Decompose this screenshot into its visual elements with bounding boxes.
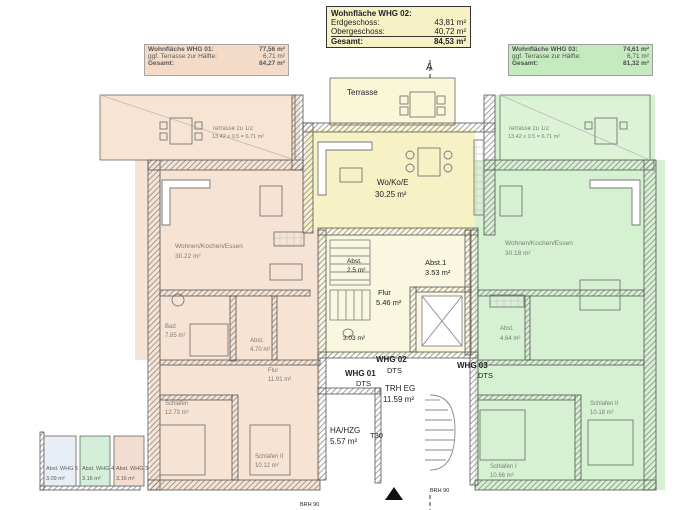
wokoe-area: 30.25 m²	[375, 190, 407, 199]
whg01-total-label: Gesamt:	[148, 60, 175, 67]
trh-area: 11.59 m²	[383, 395, 414, 404]
storage-area-4: 3.16 m²	[82, 476, 101, 482]
trh-label: TRH EG	[385, 384, 415, 393]
left-schlafen-a-area: 12.73 m²	[165, 410, 189, 416]
right-wohnen-area: 30.18 m²	[505, 250, 531, 257]
left-wohnen-label: Wohnen/Kochen/Essen	[175, 243, 243, 250]
whg01-label: WHG 01	[345, 369, 376, 378]
whg03-row-total: Gesamt: 81,32 m²	[512, 60, 649, 67]
whg03-table-title: Wohnfläche WHG 03:	[512, 46, 578, 53]
left-schlafen-b-label: Schlafen II	[255, 454, 284, 460]
right-schlafen-b-label: Schlafen II	[590, 401, 619, 407]
left-bad-area: 7.85 m²	[165, 333, 185, 339]
t30-label: T30	[370, 431, 383, 440]
left-abst-label: Abst.	[250, 338, 264, 344]
left-flur-label: Flur	[268, 368, 278, 374]
whg02-row-eg: Erdgeschoss: 43,81 m²	[331, 18, 466, 27]
brh-label-1: BRH 90	[430, 488, 449, 494]
entrance-arrow	[385, 487, 403, 500]
whg01-table-title: Wohnfläche WHG 01:	[148, 46, 214, 53]
whg03-total-label: Gesamt:	[512, 60, 539, 67]
whg01-title-value: 77,56 m²	[258, 46, 285, 53]
whg03-dts: DTS	[478, 371, 493, 380]
area-table-whg03: Wohnfläche WHG 03: 74,61 m² ggf. Terrass…	[508, 44, 653, 76]
right-wohnen-label: Wohnen/Kochen/Essen	[505, 240, 573, 247]
whg02-eg-value: 43,81 m²	[434, 18, 466, 27]
whg02-eg-label: Erdgeschoss:	[331, 18, 380, 27]
whg01-terrace-label: ggf. Terrasse zur Hälfte:	[148, 53, 217, 60]
left-abst-area: 4.70 m²	[250, 347, 270, 353]
whg01-total-value: 84,27 m²	[258, 60, 285, 67]
whg02-total-value: 84,53 m²	[433, 37, 466, 46]
storage-label-3: Abst. WHG 3	[116, 466, 148, 472]
whg03-label: WHG 03	[457, 361, 488, 370]
abst-small-area: 2.5 m²	[347, 267, 366, 274]
brh-label-2: BRH 90	[300, 502, 319, 508]
area-table-whg01: Wohnfläche WHG 01: 77,56 m² ggf. Terrass…	[144, 44, 289, 76]
whg02-label: WHG 02	[376, 355, 407, 364]
whg02-table-title: Wohnfläche WHG 02:	[331, 9, 412, 18]
right-abst-label: Abst.	[500, 326, 514, 332]
whg02-row-og: Obergeschoss: 40,72 m²	[331, 27, 466, 37]
ha-area: 5.57 m²	[330, 437, 357, 446]
right-terrace-label: Terrasse zu 1/2	[508, 126, 550, 132]
whg03-terrace-label: ggf. Terrasse zur Hälfte:	[512, 53, 581, 60]
whg02-row-total: Gesamt: 84,53 m²	[331, 37, 466, 46]
exterior-walls	[39, 94, 657, 491]
whg03-total-value: 81,32 m²	[622, 60, 649, 67]
whg02-dts: DTS	[387, 366, 402, 375]
terrasse-label: Terrasse	[347, 88, 378, 97]
whg02-og-value: 40,72 m²	[434, 27, 466, 36]
whg01-row-title: Wohnfläche WHG 01: 77,56 m²	[148, 46, 285, 53]
whg02-og-label: Obergeschoss:	[331, 27, 385, 36]
whg03-row-title: Wohnfläche WHG 03: 74,61 m²	[512, 46, 649, 53]
wokoe-label: Wo/Ko/E	[377, 178, 408, 187]
abst1-label: Abst.1	[425, 258, 446, 267]
wc-area: 3.03 m²	[343, 335, 366, 342]
area-table-whg02: Wohnfläche WHG 02: Erdgeschoss: 43,81 m²…	[326, 6, 471, 48]
abst1-area: 3.53 m²	[425, 268, 451, 277]
storage-label-4: Abst. WHG 4	[82, 466, 114, 472]
whg03-terrace-value: 6,71 m²	[626, 53, 649, 60]
ha-label: HA/HZG	[330, 426, 360, 435]
right-terrace-area: 13.42 x 0.5 = 6.71 m²	[508, 134, 560, 140]
whg03-title-value: 74,61 m²	[622, 46, 649, 53]
abst-small-label: Abst.	[347, 258, 362, 265]
whg01-row-terrace: ggf. Terrasse zur Hälfte: 6,71 m²	[148, 53, 285, 60]
left-terrace-label: Terrasse zu 1/2	[212, 126, 254, 132]
left-bad-label: Bad	[165, 324, 176, 330]
right-schlafen-a-area: 10.66 m²	[490, 473, 514, 479]
left-flur-area: 11.91 m²	[268, 377, 291, 383]
right-schlafen-a-label: Schlafen I	[490, 464, 517, 470]
storage-area-5: 3.09 m²	[46, 476, 65, 482]
left-schlafen-a-label: Schlafen	[165, 401, 188, 407]
whg02-total-label: Gesamt:	[331, 37, 364, 46]
left-schlafen-b-area: 10.12 m²	[255, 463, 279, 469]
whg01-dts: DTS	[356, 379, 371, 388]
storage-area-3: 3.16 m²	[116, 476, 135, 482]
whg01-terrace-value: 6,71 m²	[262, 53, 285, 60]
flur-area: 5.46 m²	[376, 298, 402, 307]
whg01-row-total: Gesamt: 84,27 m²	[148, 60, 285, 67]
right-abst-area: 4.64 m²	[500, 336, 520, 342]
section-marker-a: A	[426, 62, 433, 73]
left-terrace-area: 13.42 x 0.5 = 6.71 m²	[212, 134, 264, 140]
terrace-outlines	[99, 77, 651, 161]
left-wohnen-area: 30.22 m²	[175, 253, 201, 260]
right-schlafen-b-area: 10.18 m²	[590, 410, 614, 416]
flur-label: Flur	[378, 288, 391, 297]
whg03-row-terrace: ggf. Terrasse zur Hälfte: 6,71 m²	[512, 53, 649, 60]
furniture	[159, 91, 641, 476]
storage-label-5: Abst. WHG 5	[46, 466, 78, 472]
storage-boxes	[43, 435, 145, 487]
